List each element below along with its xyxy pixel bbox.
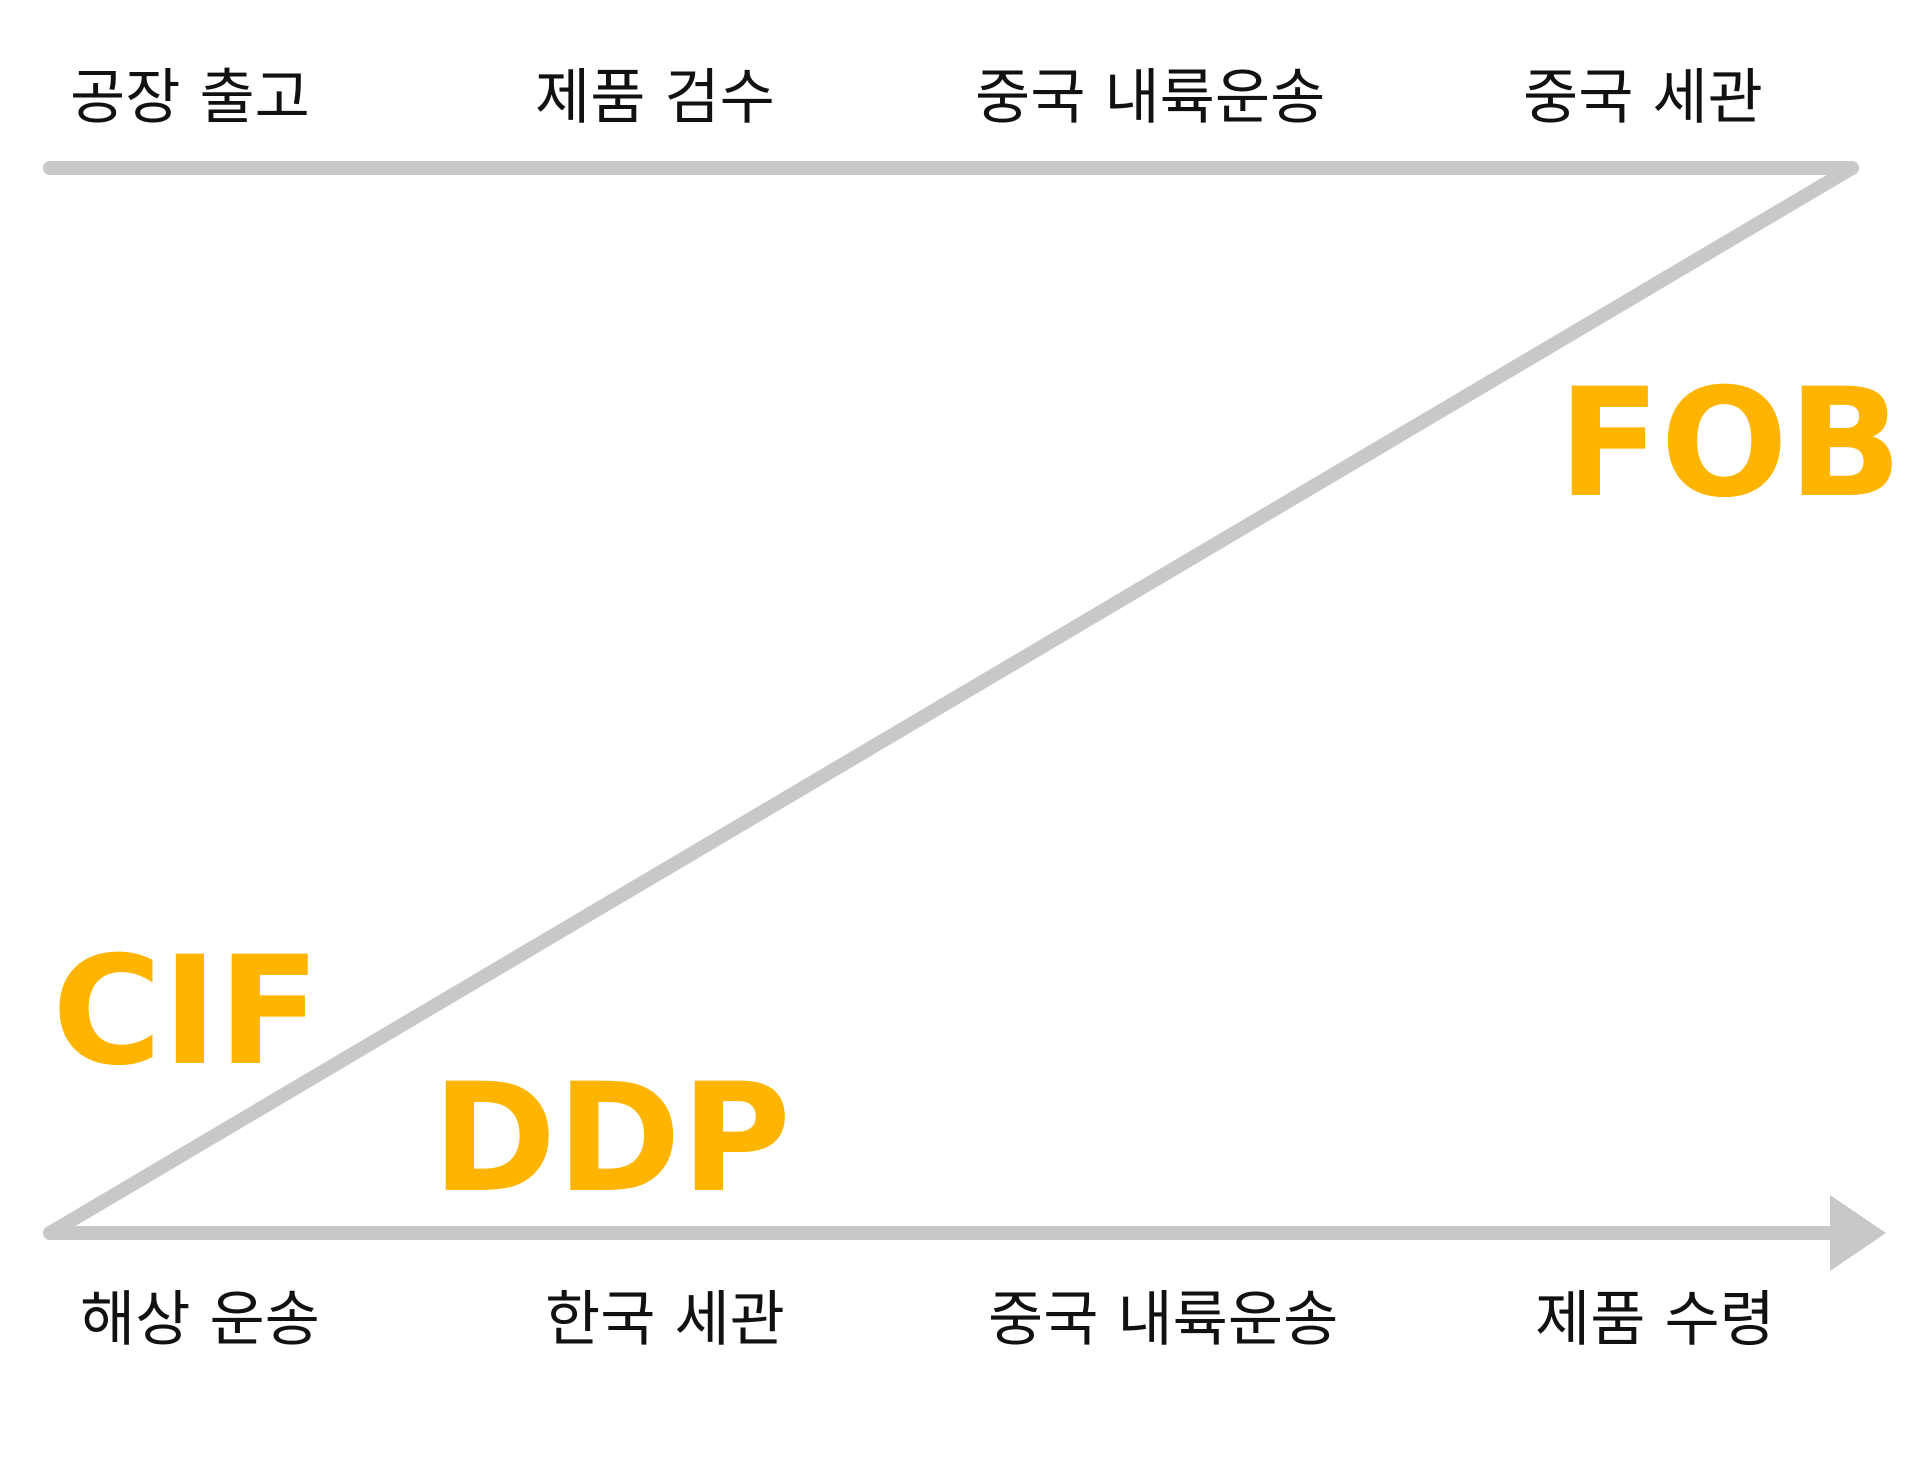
top-step-label-3: 중국 내륙운송: [975, 63, 1325, 133]
bottom-step-label-3: 중국 내륙운송: [988, 1285, 1338, 1355]
top-step-label-4: 중국 세관: [1523, 63, 1763, 133]
bottom-step-label-2: 한국 세관: [545, 1285, 785, 1355]
top-step-label-1: 공장 출고: [70, 63, 310, 133]
top-step-label-2: 제품 검수: [535, 63, 775, 133]
term-label-fob: FOB: [1558, 357, 1902, 531]
bottom-step-label-4: 제품 수령: [1535, 1285, 1775, 1355]
arrowhead-icon: [1830, 1195, 1886, 1271]
term-label-ddp: DDP: [432, 1052, 791, 1226]
diagonal-connector-line: [43, 161, 1859, 1240]
bottom-step-label-1: 해상 운송: [80, 1285, 320, 1355]
term-label-cif: CIF: [52, 925, 320, 1099]
